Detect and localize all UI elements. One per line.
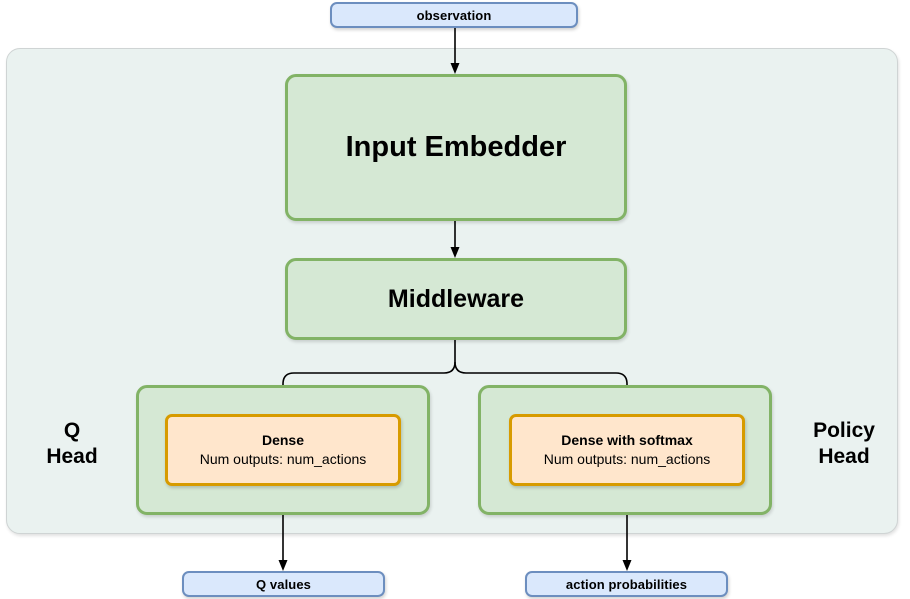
policy-head-dense-subtitle: Num outputs: num_actions xyxy=(543,451,711,467)
q-values-node[interactable]: Q values xyxy=(182,571,385,597)
q-head-dense-layer[interactable]: Dense Num outputs: num_actions xyxy=(165,414,401,486)
middleware-node[interactable]: Middleware xyxy=(285,258,627,340)
policy-head-dense-title: Dense with softmax xyxy=(561,431,693,448)
q-head-label: Q Head xyxy=(46,419,98,468)
q-head-dense-subtitle: Num outputs: num_actions xyxy=(199,451,367,467)
input-embedder-node[interactable]: Input Embedder xyxy=(285,74,627,221)
q-head-dense-title: Dense xyxy=(261,431,305,448)
policy-head-dense-softmax-layer[interactable]: Dense with softmax Num outputs: num_acti… xyxy=(509,414,745,486)
action-probabilities-node[interactable]: action probabilities xyxy=(525,571,728,597)
policy-head-label: Policy Head xyxy=(813,419,875,468)
observation-node[interactable]: observation xyxy=(330,2,578,28)
